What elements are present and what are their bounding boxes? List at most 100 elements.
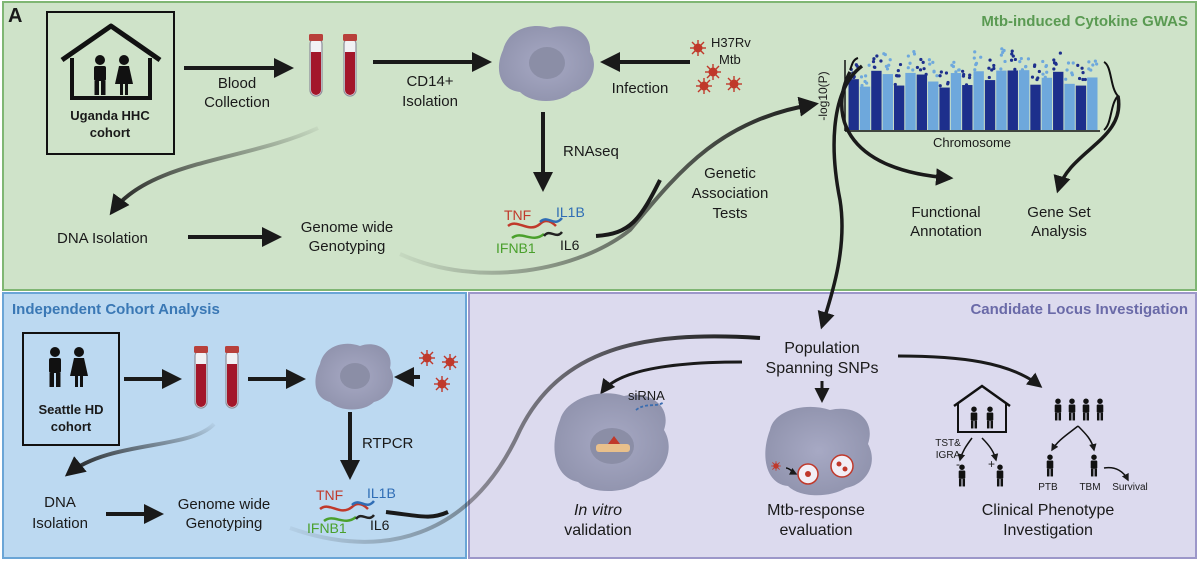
manhattan-point xyxy=(1010,49,1014,53)
manhattan-point xyxy=(860,83,864,88)
igra-label: IGRA xyxy=(936,450,961,461)
seattle-cohort-label-2: cohort xyxy=(51,419,92,434)
manhattan-point xyxy=(885,67,890,71)
arrow-tst-plus xyxy=(981,437,999,462)
arrow-to-candidate xyxy=(817,64,864,330)
arrow-seattle-dna xyxy=(64,422,216,477)
survival-label: Survival xyxy=(1112,482,1148,493)
manhattan-point xyxy=(897,74,901,78)
manhattan-point xyxy=(1095,62,1099,66)
il1b-label: IL1B xyxy=(556,204,585,220)
cd14-label-2: Isolation xyxy=(402,93,458,110)
manhattan-point xyxy=(1045,70,1049,74)
association-label: Association xyxy=(692,185,769,202)
manhattan-point xyxy=(1036,76,1040,80)
manhattan-point xyxy=(1066,61,1071,65)
invitro-cell-icon xyxy=(554,393,669,491)
manhattan-point xyxy=(964,83,969,87)
arrow-to-ptb xyxy=(1051,425,1079,452)
manhattan-point xyxy=(1037,69,1041,74)
manhattan-point xyxy=(864,74,868,78)
evaluation-label: evaluation xyxy=(780,522,853,539)
mtb-response-cell-icon xyxy=(765,406,872,496)
manhattan-chromosome-band xyxy=(1075,85,1087,130)
plus-label: + xyxy=(988,457,995,471)
manhattan-chromosome-band xyxy=(848,79,859,130)
manhattan-point xyxy=(888,58,892,62)
manhattan-chromosome-band xyxy=(1030,84,1041,130)
manhattan-point xyxy=(908,61,912,65)
manhattan-chromosome-band xyxy=(882,74,893,130)
manhattan-point xyxy=(865,81,869,85)
manhattan-point xyxy=(954,70,958,74)
manhattan-chromosome-band xyxy=(973,71,984,130)
manhattan-point xyxy=(1064,77,1068,81)
minus-label: - xyxy=(956,457,960,471)
manhattan-chromosome-band xyxy=(1007,70,1018,130)
manhattan-point xyxy=(952,60,956,64)
manhattan-point xyxy=(1026,57,1031,61)
snps-label-2: Spanning SNPs xyxy=(766,360,879,377)
manhattan-point xyxy=(957,68,961,72)
mtb-response-label: Mtb-response xyxy=(767,502,865,519)
manhattan-point xyxy=(967,76,972,80)
dna-isolation-label: DNA Isolation xyxy=(57,230,148,247)
manhattan-point xyxy=(906,54,910,58)
seattle-il1b-label: IL1B xyxy=(367,485,396,501)
clinical-label: Clinical Phenotype xyxy=(982,502,1115,519)
uganda-cohort-label: Uganda HHC xyxy=(70,108,150,123)
manhattan-chromosome-band xyxy=(996,70,1007,130)
manhattan-point xyxy=(879,59,883,63)
independent-title: Independent Cohort Analysis xyxy=(12,301,220,318)
manhattan-point xyxy=(939,70,943,74)
manhattan-chromosome-band xyxy=(939,87,950,130)
manhattan-point xyxy=(1009,58,1014,62)
cytokine-transcripts-icon xyxy=(507,217,563,240)
tnf-label: TNF xyxy=(504,207,531,223)
seattle-cohort-label: Seattle HD xyxy=(38,402,103,417)
manhattan-point xyxy=(873,65,877,70)
manhattan-chromosome-band xyxy=(893,85,905,130)
manhattan-point xyxy=(973,68,977,72)
manhattan-chromosome-band xyxy=(1064,83,1075,130)
manhattan-point xyxy=(922,67,926,71)
genotyping-to-gwas-curve xyxy=(399,96,819,275)
il6-label: IL6 xyxy=(560,237,580,253)
manhattan-point xyxy=(992,63,996,68)
genotyping-label: Genome wide xyxy=(301,219,394,236)
manhattan-point xyxy=(928,62,932,66)
manhattan-point xyxy=(1081,77,1085,82)
ptb-label: PTB xyxy=(1038,482,1058,493)
h37rv-label: H37Rv xyxy=(711,35,751,50)
manhattan-point xyxy=(1087,67,1091,71)
cd14-label: CD14+ xyxy=(406,73,453,90)
genetic-label: Genetic xyxy=(704,165,756,182)
manhattan-point xyxy=(911,68,915,72)
clinical-house-icon xyxy=(953,384,1011,433)
manhattan-point xyxy=(1087,60,1091,64)
arrow-geneset xyxy=(1053,95,1121,194)
gwas-panel xyxy=(2,1,1197,291)
seattle-tnf-label: TNF xyxy=(316,487,343,503)
manhattan-point xyxy=(946,82,950,86)
arrow-tst-minus xyxy=(957,437,973,462)
manhattan-point xyxy=(944,71,949,75)
candidate-title: Candidate Locus Investigation xyxy=(970,301,1188,318)
arrow-to-invitro xyxy=(600,360,743,395)
invitro-label: In vitro xyxy=(574,502,622,519)
uganda-house-icon xyxy=(46,11,175,155)
manhattan-point xyxy=(1041,72,1045,76)
manhattan-point xyxy=(974,62,978,67)
validation-label: validation xyxy=(564,522,632,539)
gwas-title: Mtb-induced Cytokine GWAS xyxy=(981,13,1188,30)
manhattan-chromosome-band xyxy=(1087,77,1098,130)
manhattan-point xyxy=(1033,63,1037,67)
manhattan-point xyxy=(931,60,935,64)
manhattan-point xyxy=(932,69,936,73)
manhattan-point xyxy=(987,66,991,70)
manhattan-point xyxy=(988,58,992,62)
manhattan-point xyxy=(1093,59,1097,63)
manhattan-chromosome-band xyxy=(1053,71,1064,130)
monocyte-cell-icon xyxy=(498,26,594,101)
manhattan-point xyxy=(999,67,1003,71)
